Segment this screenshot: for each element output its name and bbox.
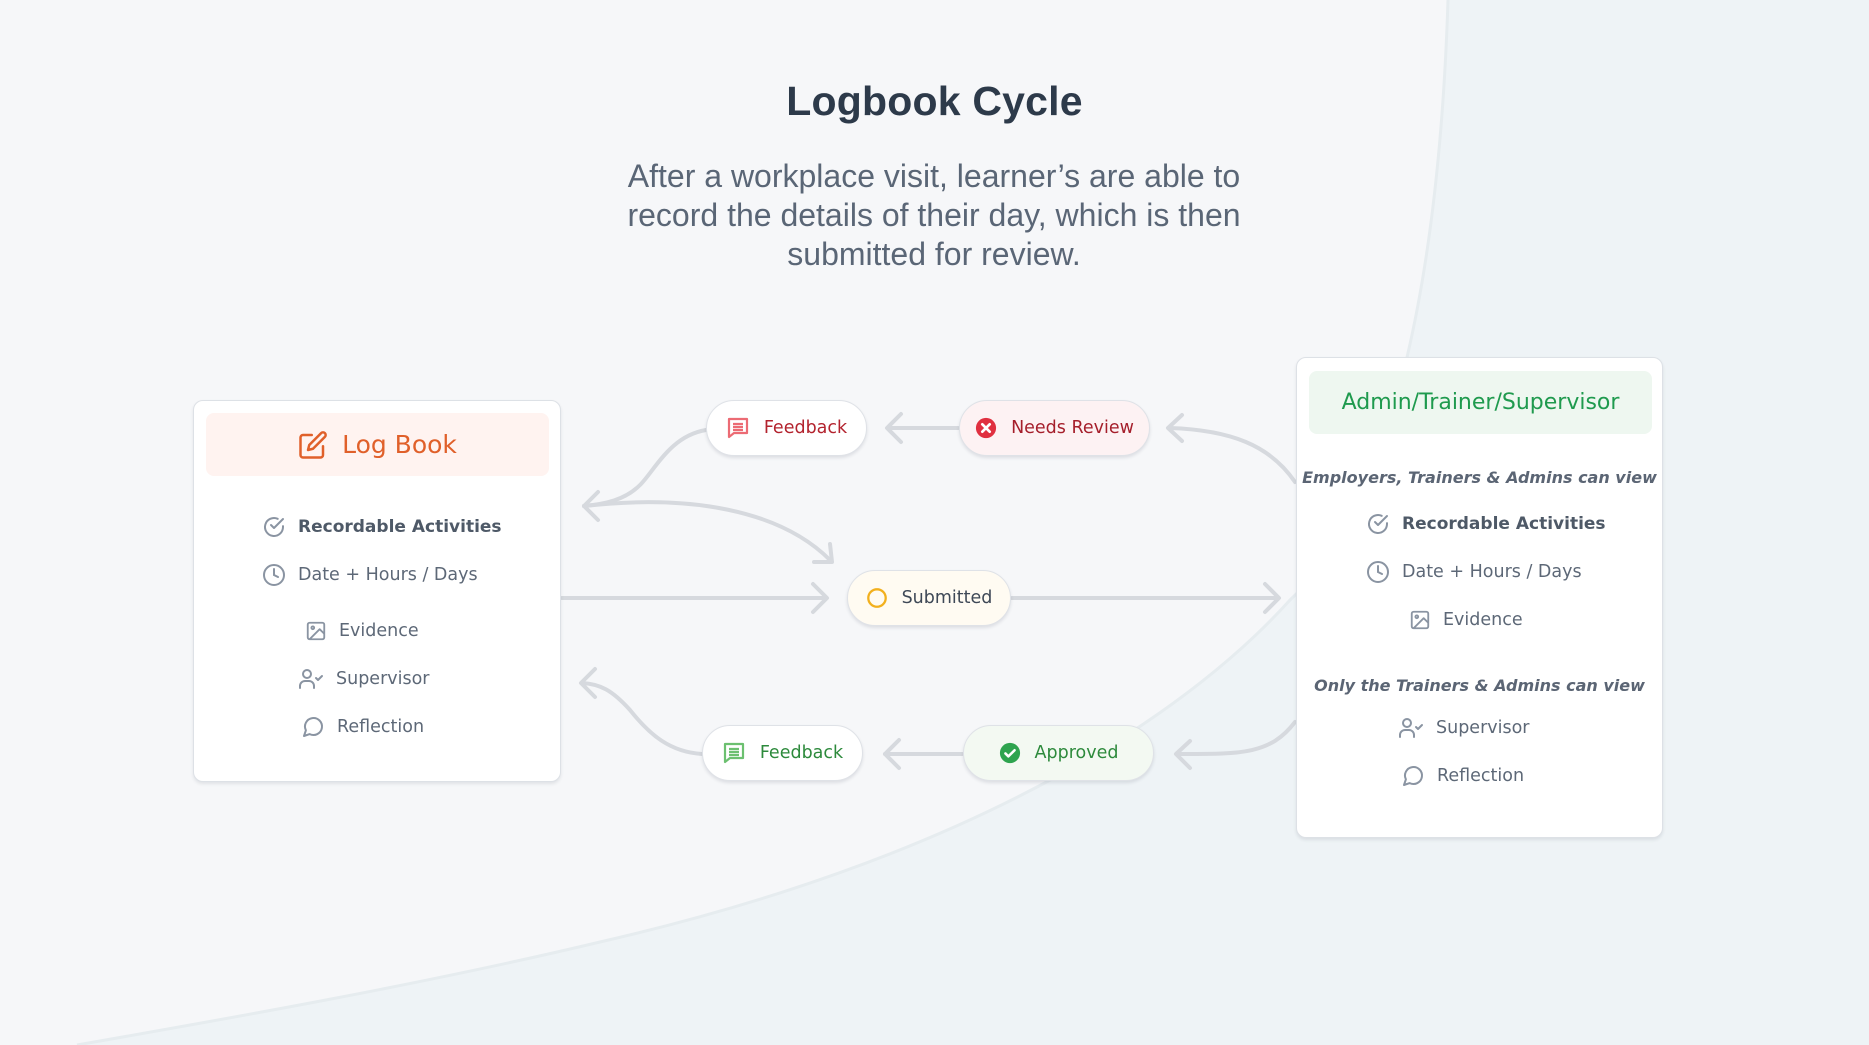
admin-item-supervisor: Supervisor: [1398, 713, 1530, 743]
user-check-icon: [1399, 718, 1423, 738]
image-icon: [306, 621, 326, 641]
message-circle-icon: [1403, 766, 1423, 786]
admin-item-recordable-activities: Recordable Activities: [1366, 509, 1606, 539]
logbook-item-recordable-activities: Recordable Activities: [262, 512, 502, 542]
logbook-item-reflection: Reflection: [301, 712, 424, 742]
logbook-item-date-hours: Date + Hours / Days: [262, 560, 478, 590]
message-circle-icon: [303, 717, 323, 737]
page-title: Logbook Cycle: [786, 78, 1083, 124]
user-check-icon: [299, 669, 323, 689]
admin-card: Admin/Trainer/Supervisor Employers, Trai…: [1296, 357, 1663, 838]
feedback-icon: [723, 742, 744, 764]
feedback-icon: [727, 417, 748, 439]
page-subtitle: After a workplace visit, learner’s are a…: [627, 158, 1241, 272]
feedback-pill-top[interactable]: Feedback: [706, 400, 867, 456]
logbook-item-supervisor: Supervisor: [298, 664, 430, 694]
image-icon: [1410, 610, 1430, 630]
logbook-card: Log Book Recordable Activities Date + Ho…: [193, 400, 561, 782]
admin-card-title: Admin/Trainer/Supervisor: [1341, 390, 1620, 415]
arrow-admin-to-needs-review: [1168, 426, 1297, 484]
needs-review-pill[interactable]: Needs Review: [959, 400, 1150, 456]
clock-icon: [263, 564, 285, 586]
submitted-pill[interactable]: Submitted: [847, 570, 1011, 626]
arrow-logbook-to-submitted-curve: [582, 500, 832, 562]
admin-item-evidence: Evidence: [1409, 605, 1523, 635]
arrow-admin-to-approved: [1176, 720, 1297, 757]
clock-icon: [1367, 561, 1389, 583]
check-circle-filled-icon: [999, 742, 1020, 764]
admin-section2-heading: Only the Trainers & Admins can view: [1314, 676, 1645, 695]
logbook-card-title: Log Book: [342, 430, 457, 459]
arrow-feedback-to-logbook-bottom: [580, 681, 704, 756]
admin-section1-heading: Employers, Trainers & Admins can view: [1302, 468, 1657, 487]
feedback-pill-bottom[interactable]: Feedback: [702, 725, 863, 781]
admin-item-date-hours: Date + Hours / Days: [1366, 557, 1582, 587]
check-circle-icon: [1368, 514, 1388, 534]
arrow-feedback-to-logbook-top: [582, 428, 708, 508]
x-circle-icon: [975, 417, 997, 439]
circle-icon: [866, 588, 887, 608]
check-circle-icon: [264, 517, 284, 537]
logbook-item-evidence: Evidence: [305, 616, 419, 646]
approved-pill[interactable]: Approved: [963, 725, 1154, 781]
edit-icon: [299, 430, 327, 459]
admin-card-header: Admin/Trainer/Supervisor: [1309, 371, 1652, 434]
admin-item-reflection: Reflection: [1401, 761, 1524, 791]
logbook-card-header: Log Book: [206, 413, 549, 476]
